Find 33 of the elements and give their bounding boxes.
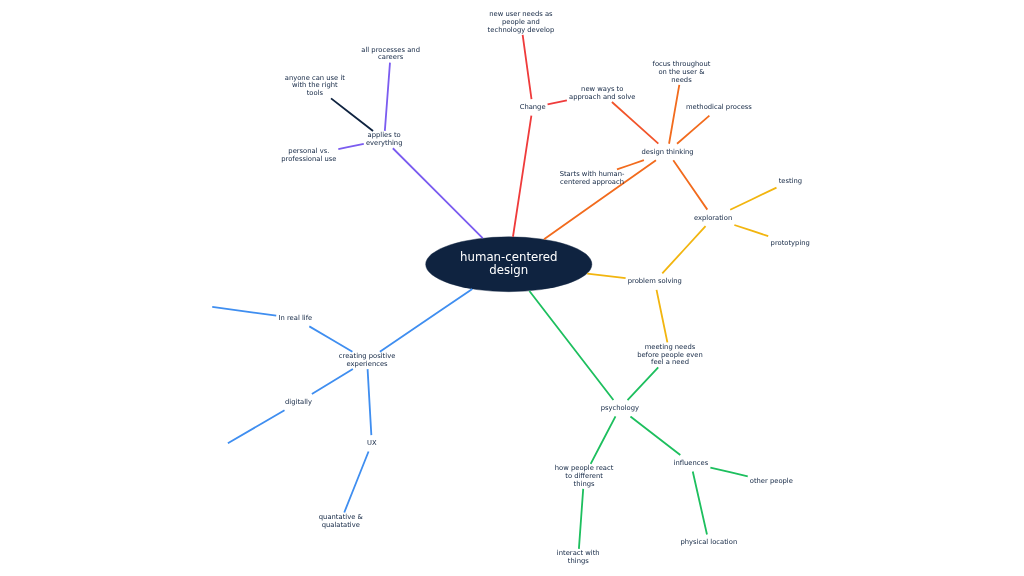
connector	[676, 114, 711, 145]
connector	[546, 99, 568, 106]
connector	[528, 290, 615, 401]
connector	[391, 147, 484, 240]
connector	[655, 288, 669, 344]
connector	[383, 61, 391, 132]
connector	[629, 415, 682, 456]
connector	[616, 159, 645, 171]
connector	[626, 366, 660, 401]
connector	[311, 368, 354, 395]
connector	[337, 142, 365, 151]
connector	[611, 101, 660, 145]
connector	[512, 114, 533, 238]
connector	[661, 225, 707, 275]
connector	[691, 470, 708, 536]
node-ellipse: human-centered design	[425, 236, 593, 292]
connector	[366, 368, 373, 436]
connector	[589, 415, 617, 465]
connector	[578, 487, 585, 550]
connector	[330, 97, 374, 132]
connector	[211, 306, 278, 317]
connector	[586, 272, 627, 279]
connector	[343, 450, 370, 514]
connector	[668, 84, 681, 145]
connector	[709, 466, 749, 478]
connector	[543, 159, 657, 241]
connector	[521, 33, 533, 101]
connector	[308, 325, 354, 353]
connector	[672, 159, 709, 211]
connector	[226, 409, 286, 445]
connector	[729, 186, 778, 211]
connector	[733, 224, 770, 238]
connector	[378, 288, 474, 353]
